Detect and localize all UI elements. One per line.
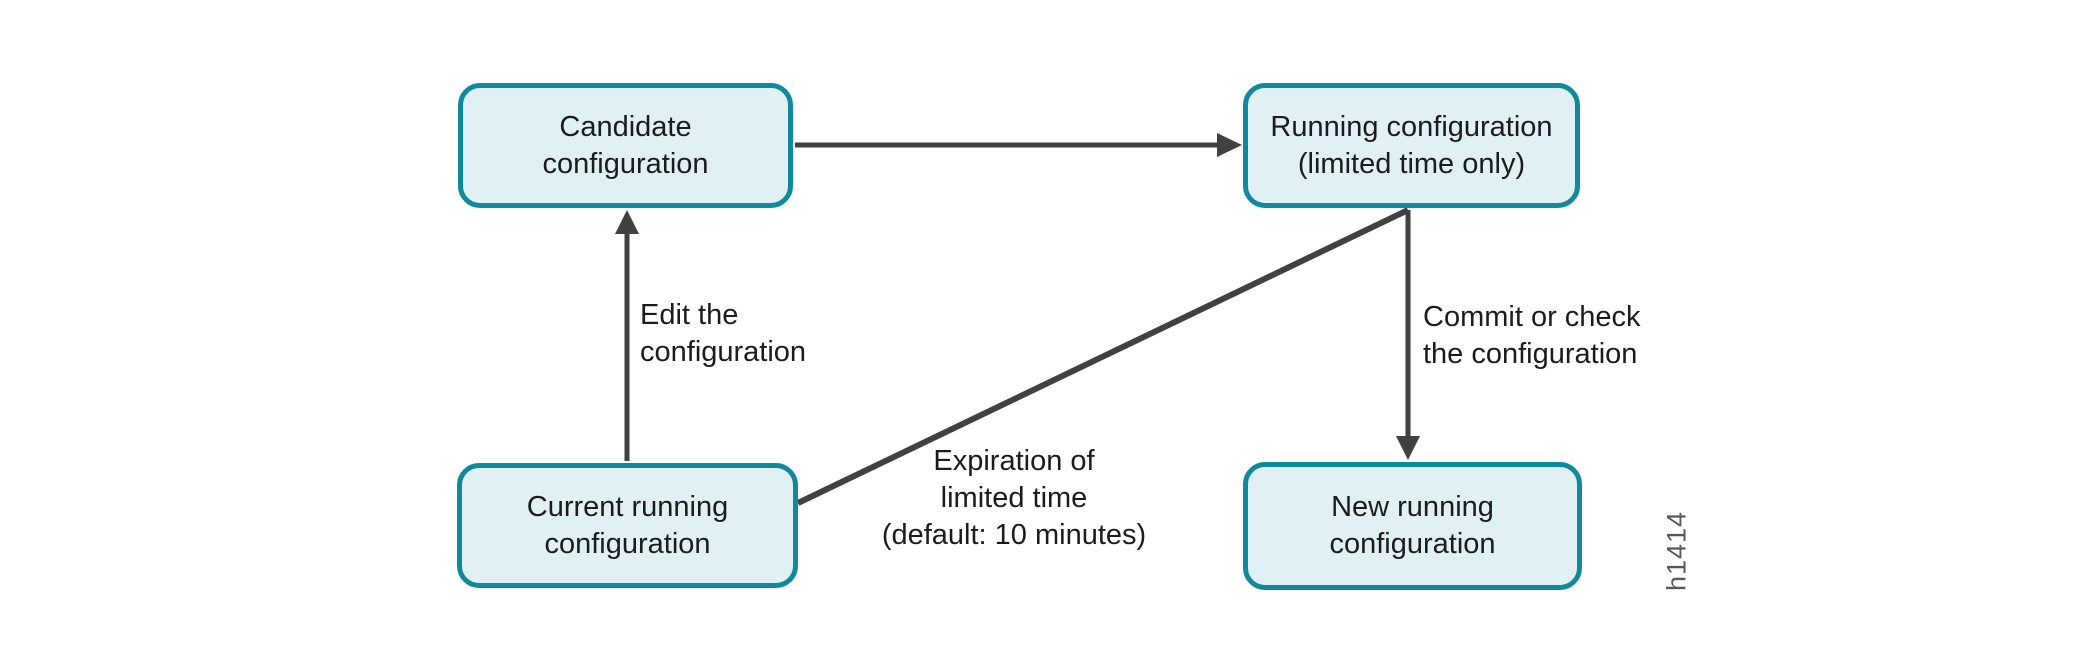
node-new-running-configuration: New running configuration (1243, 462, 1582, 590)
node-new-running-configuration-label: New running configuration (1329, 491, 1496, 560)
edge-expiration-diagonal-line (796, 207, 1410, 506)
edge-label-expiration-limited-time: Expiration of limited time (default: 10 … (881, 445, 1147, 551)
node-current-running-configuration-label: Current running configuration (526, 490, 729, 560)
watermark-figure-id: h1414 (1661, 510, 1692, 592)
arrowhead-running-to-new (1396, 436, 1420, 460)
arrowhead-current-to-candidate (615, 210, 639, 234)
node-candidate-configuration-label: Candidate configuration (542, 110, 709, 180)
node-running-configuration-limited: Running configuration (limited time only… (1243, 83, 1580, 208)
node-current-running-configuration: Current running configuration (457, 463, 798, 588)
arrowhead-candidate-to-running (1217, 133, 1242, 157)
edge-label-commit-or-check: Commit or check the configuration (1423, 301, 1641, 370)
node-running-configuration-limited-label: Running configuration (limited time only… (1270, 110, 1553, 180)
edge-label-edit-configuration: Edit the configuration (640, 299, 807, 368)
node-candidate-configuration: Candidate configuration (458, 83, 793, 208)
